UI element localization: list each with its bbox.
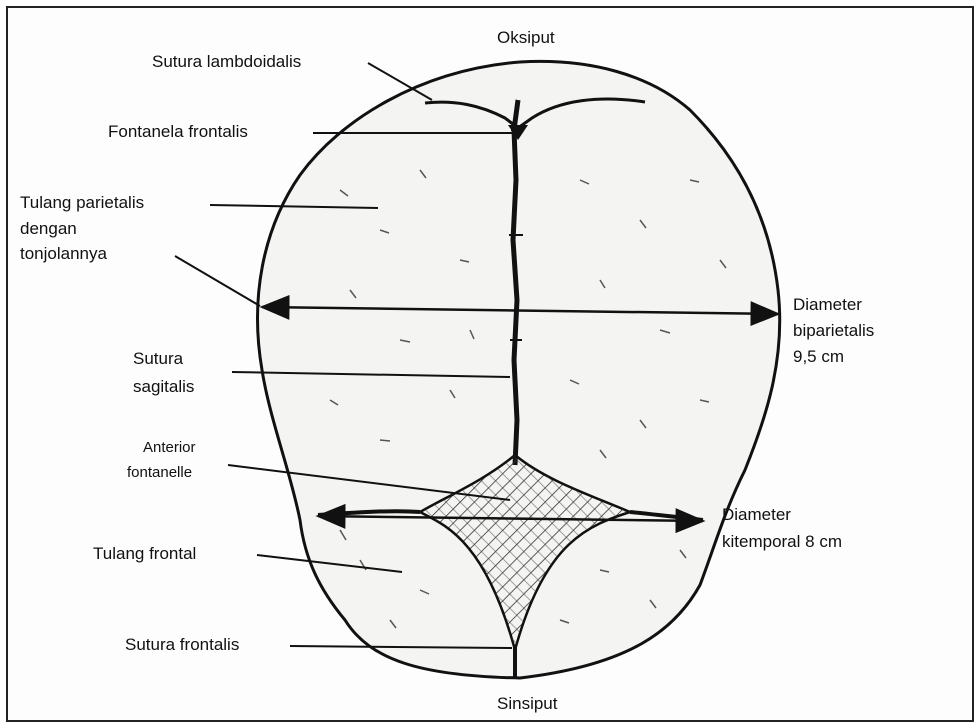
label-fontanelle: fontanelle [127, 462, 192, 484]
label-sutura-lambdoidalis: Sutura lambdoidalis [152, 51, 301, 73]
label-diameter-biparietalis-1: Diameter [793, 294, 862, 316]
label-diameter-biparietalis-3: 9,5 cm [793, 346, 844, 368]
label-sutura-frontalis: Sutura frontalis [125, 634, 239, 656]
label-sagitalis: sagitalis [133, 376, 194, 398]
label-tulang-parietalis: Tulang parietalis [20, 192, 144, 214]
label-anterior: Anterior [143, 437, 196, 459]
label-sutura: Sutura [133, 348, 183, 370]
label-tulang-parietalis-dengan: dengan [20, 218, 77, 240]
label-fontanela-frontalis: Fontanela frontalis [108, 121, 248, 143]
label-tonjolannya: tonjolannya [20, 243, 107, 265]
label-oksiput: Oksiput [497, 27, 555, 49]
label-tulang-frontal: Tulang frontal [93, 543, 196, 565]
leader-tonjolan [175, 256, 260, 306]
label-diameter-kitemporal-1: Diameter [722, 504, 791, 526]
label-diameter-kitemporal-2: kitemporal 8 cm [722, 531, 842, 553]
label-sinsiput: Sinsiput [497, 693, 557, 715]
label-diameter-biparietalis-2: biparietalis [793, 320, 874, 342]
